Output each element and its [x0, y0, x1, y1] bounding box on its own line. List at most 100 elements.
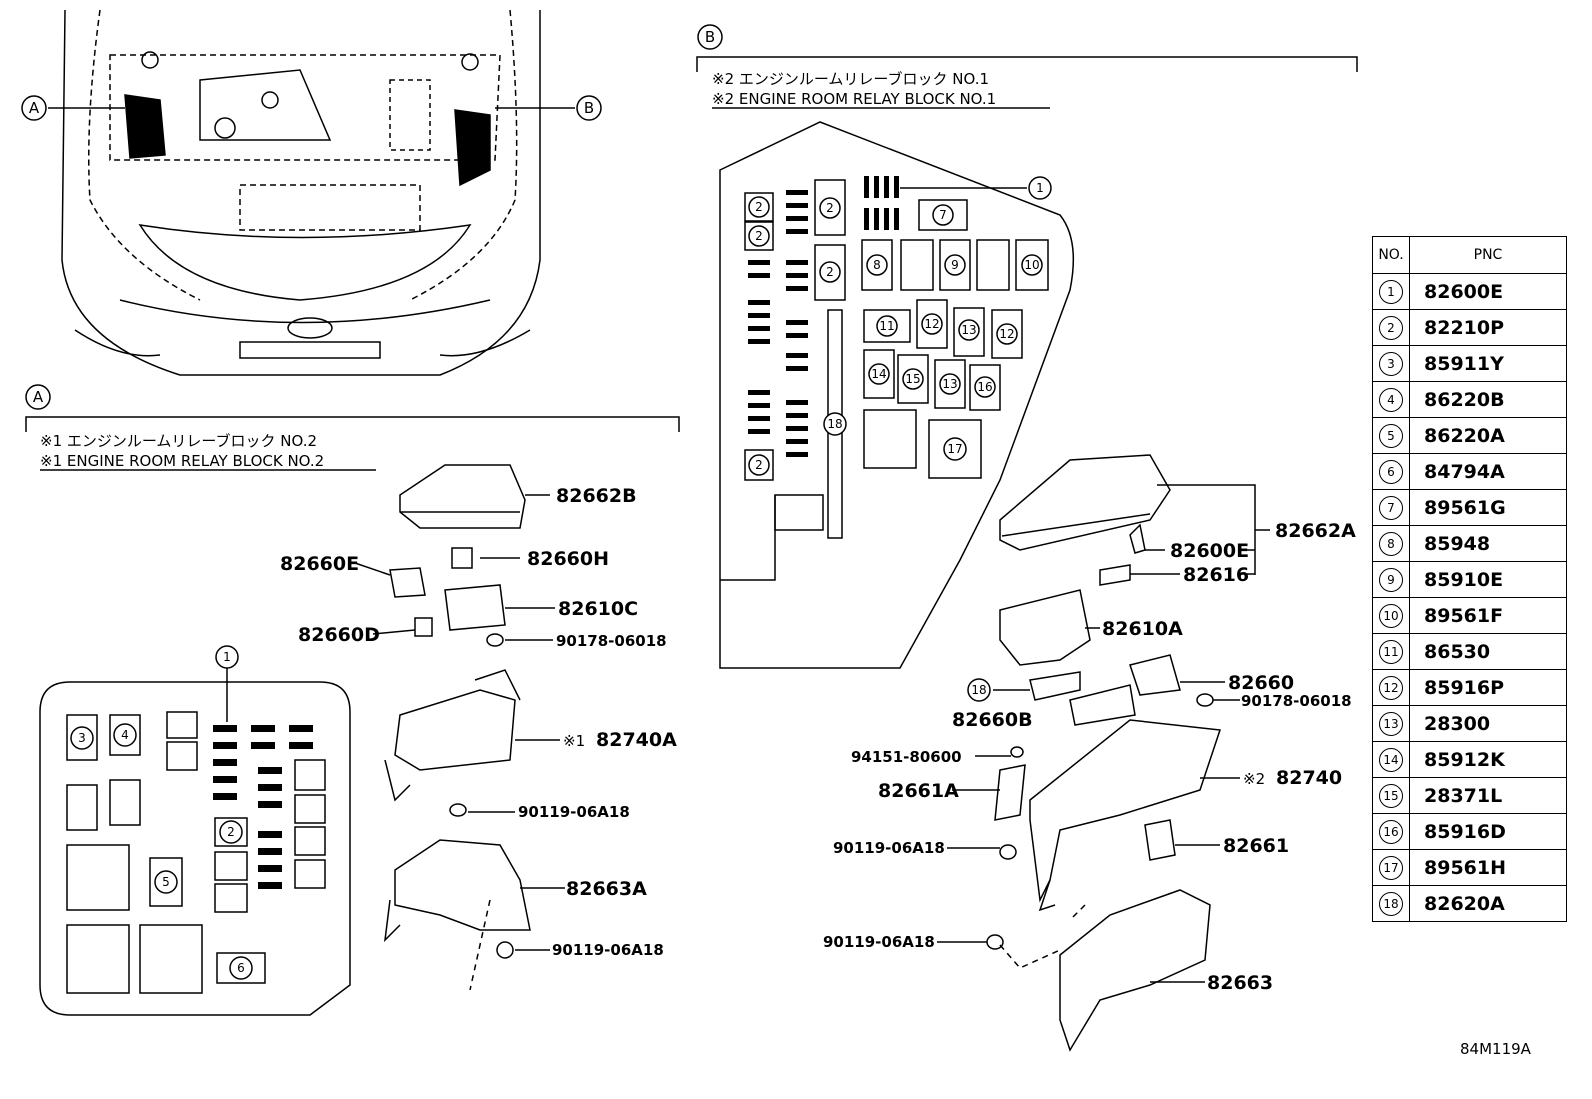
- svg-text:4: 4: [121, 728, 129, 742]
- layout-b-num-2a: 2: [748, 196, 770, 218]
- row-no: 12: [1379, 675, 1403, 700]
- section-a-parts: 82662B 82660H 82660E 82610C 82660D 90178…: [280, 464, 677, 991]
- row-no: 17: [1379, 855, 1403, 880]
- layout-b-num-2c: 2: [819, 197, 841, 219]
- col-header-pnc: PNC: [1409, 236, 1567, 274]
- layout-b-num-1: 1: [1028, 176, 1052, 200]
- row-no: 5: [1379, 423, 1403, 448]
- svg-text:A: A: [29, 99, 40, 117]
- layout-b-num-10: 10: [1021, 254, 1043, 276]
- layout-b-num-9: 9: [944, 254, 966, 276]
- part-82660E: 82660E: [280, 553, 359, 575]
- layout-b-num-2b: 2: [748, 225, 770, 247]
- svg-text:12: 12: [999, 327, 1014, 341]
- row-pnc: 89561G: [1409, 489, 1567, 526]
- part-82660D: 82660D: [298, 624, 380, 646]
- col-header-no: NO.: [1372, 236, 1410, 274]
- svg-text:A: A: [33, 388, 44, 406]
- row-pnc: 85948: [1409, 525, 1567, 562]
- svg-text:1: 1: [1036, 181, 1044, 195]
- svg-text:※1 エンジンルームリレーブロック NO.2: ※1 エンジンルームリレーブロック NO.2: [40, 432, 317, 450]
- row-pnc: 84794A: [1409, 453, 1567, 490]
- row-pnc: 82210P: [1409, 309, 1567, 346]
- layout-b-num-12a: 12: [921, 313, 943, 335]
- svg-text:15: 15: [905, 372, 920, 386]
- relay-block-no1-layout: 1 2 2 2 2 2 7 8 9 10 11 12 13 12 14 15 1…: [719, 121, 1075, 669]
- part-90119-06A18-d: 90119-06A18: [823, 933, 935, 951]
- row-pnc: 86530: [1409, 633, 1567, 670]
- layout-b-num-16: 16: [974, 376, 996, 398]
- svg-text:8: 8: [873, 258, 881, 272]
- layout-b-num-11: 11: [876, 315, 898, 337]
- part-82616: 82616: [1183, 564, 1249, 586]
- part-90119-06A18-c: 90119-06A18: [833, 839, 945, 857]
- svg-text:2: 2: [826, 265, 834, 279]
- row-no: 9: [1379, 567, 1403, 592]
- part-82662A: 82662A: [1275, 520, 1356, 542]
- layout-a-num-2: 2: [219, 820, 243, 844]
- svg-text:1: 1: [223, 650, 231, 664]
- part-82663: 82663: [1207, 972, 1273, 994]
- svg-text:6: 6: [237, 961, 245, 975]
- layout-b-num-2e: 2: [748, 454, 770, 476]
- row-no: 10: [1379, 603, 1403, 628]
- part-90119-06A18-a: 90119-06A18: [518, 803, 630, 821]
- row-pnc: 28371L: [1409, 777, 1567, 814]
- row-no: 8: [1379, 531, 1403, 556]
- callout-b: B: [576, 95, 602, 121]
- layout-a-num-1: 1: [215, 645, 239, 669]
- svg-text:2: 2: [826, 201, 834, 215]
- section-b-parts: 82662A 82600E 82616 82610A 82660 18 9017…: [823, 454, 1356, 1052]
- row-pnc: 82620A: [1409, 885, 1567, 922]
- layout-a-num-6: 6: [229, 956, 253, 980]
- row-no: 13: [1379, 711, 1403, 736]
- svg-text:3: 3: [78, 731, 86, 745]
- svg-text:※2 ENGINE ROOM RELAY BLOCK NO.: ※2 ENGINE ROOM RELAY BLOCK NO.1: [712, 90, 996, 108]
- svg-text:11: 11: [879, 319, 894, 333]
- layout-b-num-13b: 13: [939, 373, 961, 395]
- row-no: 7: [1379, 495, 1403, 520]
- svg-text:2: 2: [755, 229, 763, 243]
- layout-b-num-15: 15: [902, 368, 924, 390]
- part-82610A: 82610A: [1102, 618, 1183, 640]
- layout-a-num-5: 5: [154, 870, 178, 894]
- svg-text:13: 13: [961, 323, 976, 337]
- svg-text:2: 2: [755, 458, 763, 472]
- row-pnc: 28300: [1409, 705, 1567, 742]
- part-82740A: 82740A: [596, 729, 677, 751]
- row-pnc: 86220A: [1409, 417, 1567, 454]
- row-pnc: 85911Y: [1409, 345, 1567, 382]
- svg-text:B: B: [705, 28, 715, 46]
- fuse-array-a: [213, 725, 313, 889]
- row-no: 16: [1379, 819, 1403, 844]
- row-pnc: 86220B: [1409, 381, 1567, 418]
- row-no: 6: [1379, 459, 1403, 484]
- layout-a-num-3: 3: [70, 726, 94, 750]
- row-no: 3: [1379, 351, 1403, 376]
- layout-b-num-17: 17: [943, 437, 967, 461]
- svg-text:12: 12: [924, 317, 939, 331]
- row-no: 18: [1379, 891, 1403, 916]
- part-94151-80600: 94151-80600: [851, 748, 962, 766]
- part-90178-06018-b: 90178-06018: [1241, 692, 1352, 710]
- fuse-array-b: [748, 176, 899, 457]
- layout-b-num-2d: 2: [819, 261, 841, 283]
- svg-text:13: 13: [942, 377, 957, 391]
- svg-text:※1 ENGINE ROOM RELAY BLOCK NO.: ※1 ENGINE ROOM RELAY BLOCK NO.2: [40, 452, 324, 470]
- row-no: 15: [1379, 783, 1403, 808]
- row-pnc: 85916D: [1409, 813, 1567, 850]
- row-pnc: 85912K: [1409, 741, 1567, 778]
